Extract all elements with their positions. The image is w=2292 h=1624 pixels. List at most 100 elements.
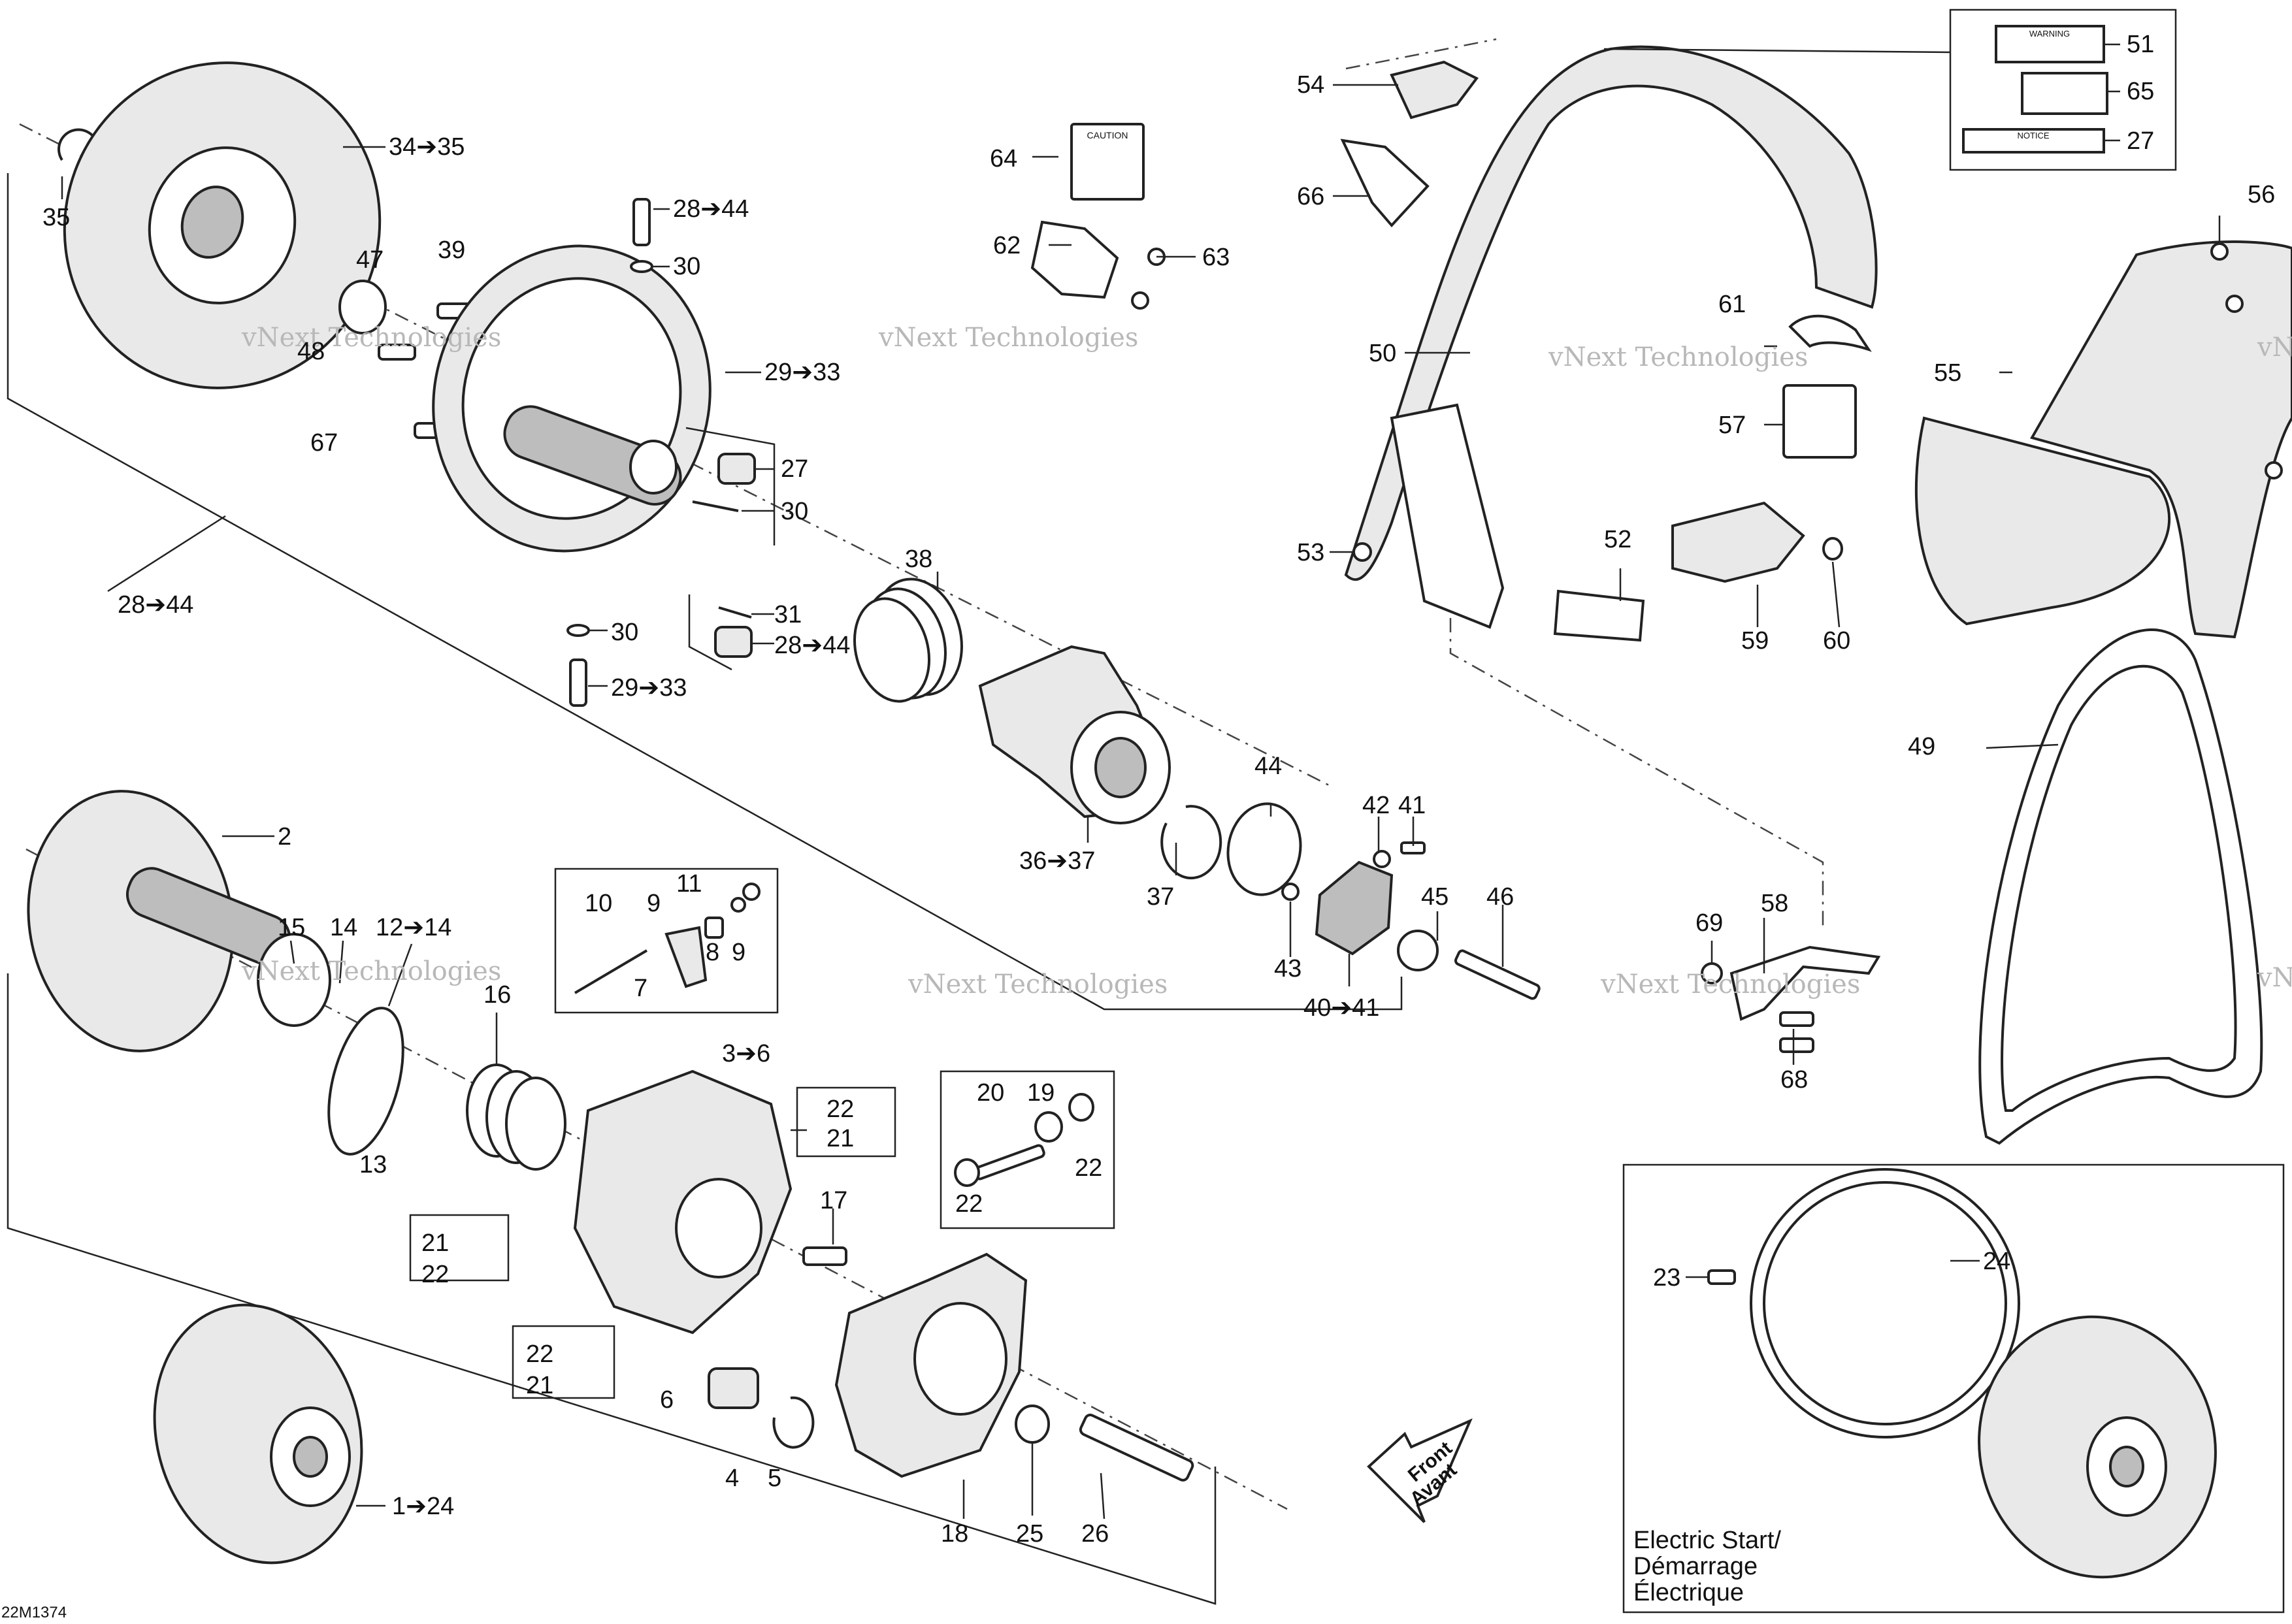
callout-12: 12➔14 — [376, 914, 451, 941]
cam-bore-36 — [1094, 737, 1147, 798]
callout-47: 47 — [356, 246, 384, 274]
callout-13: 13 — [359, 1151, 387, 1178]
cup-hub-18 — [913, 1302, 1007, 1416]
callout-59: 59 — [1741, 627, 1769, 655]
callout-22d: 22 — [1075, 1154, 1102, 1182]
callout-51: 51 — [2127, 31, 2154, 58]
callout-22c: 22 — [526, 1340, 553, 1368]
leader-lines — [61, 43, 2221, 1519]
callout-1: 1➔24 — [392, 1493, 454, 1520]
hinge-57 — [1782, 384, 1857, 459]
callout-65: 65 — [2127, 78, 2154, 105]
roller-19 — [1034, 1111, 1063, 1143]
callout-37: 37 — [1147, 883, 1174, 911]
plate-52 — [1553, 589, 1645, 642]
callout-29: 29➔33 — [764, 359, 840, 386]
svg-text:WARNING: WARNING — [2029, 29, 2070, 39]
callout-6: 6 — [660, 1386, 674, 1414]
decal-64: CAUTION — [1070, 123, 1145, 201]
callout-9b: 9 — [732, 939, 745, 966]
bracket-66 — [1340, 138, 1430, 228]
washer-47 — [338, 280, 387, 334]
nut-11 — [742, 883, 761, 901]
screw-63-b — [1131, 291, 1149, 310]
callout-54: 54 — [1297, 71, 1324, 99]
screw-31-top — [632, 198, 651, 246]
callout-44: 44 — [1254, 753, 1282, 780]
inset-caption-line3: Électrique — [1633, 1578, 1744, 1606]
rivet-56-b — [2225, 295, 2244, 313]
callout-22b: 22 — [421, 1261, 449, 1288]
bolt-26 — [1079, 1414, 1194, 1482]
callout-26: 26 — [1081, 1520, 1109, 1548]
callout-66: 66 — [1297, 183, 1324, 210]
callout-62: 62 — [993, 232, 1021, 259]
inset-caption-line1: Electric Start/ — [1633, 1527, 1781, 1554]
bracket-driven-pulley — [7, 173, 1403, 1011]
callout-4: 4 — [725, 1465, 739, 1492]
callout-33-bottom: 31 — [774, 601, 802, 628]
oring-32-bottom — [566, 624, 590, 637]
callout-14: 14 — [330, 914, 357, 941]
callout-46: 46 — [1486, 883, 1514, 911]
drive-pulley-assembly-1 — [153, 1303, 363, 1565]
callout-30-bottom: 28➔44 — [774, 632, 850, 659]
roller-30-top — [717, 453, 756, 485]
callout-11: 11 — [676, 870, 702, 898]
watermark-4: vNext Technologies — [241, 956, 501, 986]
ring-gear-inner-24 — [1763, 1181, 2007, 1425]
decal-27: NOTICE — [1962, 128, 2105, 154]
callout-21b: 21 — [421, 1229, 449, 1257]
callout-23: 23 — [1653, 1264, 1680, 1291]
box-parts-21-22-c — [512, 1325, 615, 1399]
rivet-56-c — [2265, 461, 2283, 479]
shim-44 — [1226, 802, 1302, 896]
callout-21a: 21 — [827, 1125, 854, 1152]
pin-33-bottom — [718, 606, 752, 619]
callout-68: 68 — [1780, 1066, 1808, 1094]
bracket-drive-pulley — [7, 973, 1217, 1605]
watermark-7: vNext Technologies — [2257, 963, 2292, 993]
bracket-30-top — [685, 427, 776, 545]
watermarks: vNext Technologies vNext Technologies vN… — [241, 323, 2292, 999]
axis-drive — [25, 848, 1288, 1510]
spider-bore-3 — [675, 1178, 762, 1278]
callout-56: 56 — [2248, 181, 2275, 208]
screw-23 — [1707, 1269, 1736, 1285]
watermark-6: vNext Technologies — [1600, 969, 1860, 999]
bolt-68-b — [1779, 1037, 1814, 1053]
watermark-5: vNext Technologies — [908, 969, 1168, 999]
callout-18: 18 — [941, 1520, 968, 1548]
decal-65 — [2021, 72, 2108, 115]
callout-31-top: 28➔44 — [673, 195, 749, 223]
callout-5: 5 — [768, 1465, 781, 1492]
bracket-30-bottom — [688, 594, 732, 671]
clip-61 — [1788, 314, 1872, 352]
callout-28: 28➔44 — [118, 591, 193, 619]
drive-pulley-electric — [1978, 1315, 2217, 1579]
cap-22-left — [954, 1158, 980, 1187]
callout-57: 57 — [1718, 412, 1746, 439]
washer-42 — [1373, 850, 1391, 868]
spring-16 — [466, 1064, 566, 1171]
washer-25 — [1015, 1405, 1050, 1444]
svg-text:NOTICE: NOTICE — [2017, 131, 2049, 140]
rivet-56-a — [2210, 242, 2229, 261]
inset-caption-line2: Démarrage — [1633, 1553, 1758, 1580]
guard-foot-50 — [1390, 403, 1505, 629]
callout-53: 53 — [1297, 539, 1324, 566]
box-parts-7-11 — [554, 868, 779, 1014]
sheave-bore-34 — [180, 186, 244, 259]
callout-17: 17 — [820, 1187, 847, 1214]
callout-27: 27 — [2127, 127, 2154, 155]
callout-49: 49 — [1908, 733, 1935, 760]
roller-8 — [704, 917, 724, 939]
callout-36: 36➔37 — [1019, 847, 1095, 875]
watermark-2: vNext Technologies — [878, 323, 1138, 353]
callout-21c: 21 — [526, 1372, 553, 1399]
callout-55: 55 — [1934, 359, 1961, 387]
callout-42: 42 — [1362, 792, 1390, 819]
callout-33-top: 30 — [781, 498, 808, 525]
pin-48 — [378, 344, 416, 361]
